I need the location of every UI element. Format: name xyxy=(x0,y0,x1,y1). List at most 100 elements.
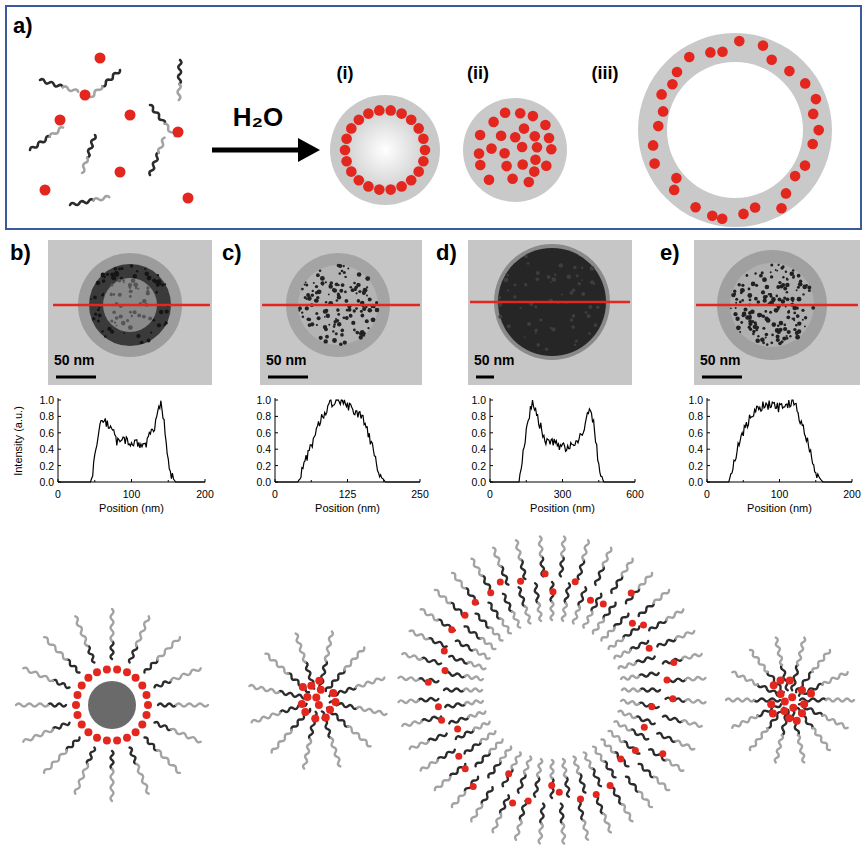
particle-speck xyxy=(535,332,537,334)
particle-speck xyxy=(126,319,129,322)
hydrophilic-block xyxy=(622,804,633,821)
particle-speck xyxy=(159,310,164,315)
nanoparticle xyxy=(546,144,557,155)
hydrophobic-block xyxy=(639,603,654,616)
particle-speck xyxy=(770,271,772,273)
hydrophilic-block xyxy=(603,814,611,833)
hydrophilic-block xyxy=(465,675,483,680)
hydrophobic-block xyxy=(611,576,622,593)
particle-speck xyxy=(776,334,780,338)
hydrophobic-block xyxy=(649,620,666,630)
hydrophobic-block xyxy=(630,641,648,650)
particle-speck xyxy=(802,285,807,290)
nanoparticle xyxy=(790,171,801,182)
hydrophilic-block xyxy=(171,729,201,742)
hydrophilic-block xyxy=(23,668,53,681)
hydrophilic-block xyxy=(249,685,278,693)
hydrophilic-block xyxy=(266,654,289,674)
hydrophilic-block xyxy=(812,728,830,750)
hydrophobic-block xyxy=(449,656,468,664)
particle-speck xyxy=(106,273,109,276)
particle-speck xyxy=(795,324,798,327)
particle-speck xyxy=(796,289,798,291)
hydrophobic-block xyxy=(565,777,569,797)
particle-speck xyxy=(552,277,557,282)
hydrophilic-block xyxy=(609,638,624,649)
nanoparticle xyxy=(781,697,789,705)
scale-bar xyxy=(56,376,96,379)
hydrophobic-block xyxy=(88,646,95,663)
particle-speck xyxy=(328,294,330,296)
particle-speck xyxy=(574,344,576,346)
nanoparticle xyxy=(374,105,385,116)
nanoparticle xyxy=(519,123,530,134)
particle-speck xyxy=(757,300,761,304)
hydrophilic-block xyxy=(525,606,531,623)
particle-speck xyxy=(753,325,757,329)
particle-speck xyxy=(792,269,795,272)
tick-mark xyxy=(490,449,493,450)
hydrophilic-block xyxy=(471,804,482,821)
tick-label: 0.4 xyxy=(471,443,486,455)
hydrophobic-block xyxy=(111,641,114,659)
particle-speck xyxy=(498,296,501,299)
hydrophilic-block xyxy=(178,84,181,100)
nanoparticle xyxy=(640,621,647,628)
particle-speck xyxy=(735,298,738,301)
particle-speck xyxy=(790,271,795,276)
particle-speck xyxy=(770,264,773,267)
particle-speck xyxy=(98,314,102,318)
nanoparticle xyxy=(396,181,407,192)
particle-speck xyxy=(797,321,801,325)
particle-speck xyxy=(137,314,141,318)
particle-speck xyxy=(776,295,779,298)
particle-speck xyxy=(96,281,100,285)
nanoparticle xyxy=(517,159,528,170)
nanoparticle xyxy=(505,770,512,777)
particle-speck xyxy=(155,291,158,294)
nanoparticle xyxy=(413,123,424,134)
nanoparticle xyxy=(667,79,678,90)
tick-mark xyxy=(94,480,95,482)
panel-label: a) xyxy=(13,13,33,38)
tick-label: 0.8 xyxy=(688,410,703,422)
tick-label: 0.8 xyxy=(256,410,271,422)
tick-label: 1.0 xyxy=(256,394,271,406)
hydrophobic-block xyxy=(279,691,306,699)
nanoparticle xyxy=(425,679,432,686)
particle-speck xyxy=(313,282,315,284)
tick-mark xyxy=(707,400,710,401)
particle-speck xyxy=(527,262,530,265)
hydrophilic-block xyxy=(574,757,580,774)
particle-speck xyxy=(524,283,527,286)
particle-speck xyxy=(757,335,759,337)
hydrophobic-block xyxy=(595,566,604,585)
particle-speck xyxy=(362,291,365,294)
particle-speck xyxy=(129,295,132,298)
tick-label: 0.2 xyxy=(688,460,703,472)
nanoparticle xyxy=(123,734,131,742)
hydrophilic-block xyxy=(357,707,386,715)
nanoparticle xyxy=(529,166,540,177)
particle-speck xyxy=(368,308,373,313)
nanoparticle xyxy=(341,156,352,167)
particle-speck xyxy=(804,326,806,328)
particle-speck xyxy=(554,273,557,276)
hydrophilic-block xyxy=(325,631,333,660)
nanoparticle xyxy=(84,674,92,682)
tick-label: 300 xyxy=(554,488,572,500)
nanoparticle xyxy=(385,105,396,116)
tick-mark xyxy=(707,465,710,466)
tem-image xyxy=(694,240,860,385)
tick-mark xyxy=(490,432,493,433)
particle-speck xyxy=(545,348,548,351)
particle-speck xyxy=(581,279,583,281)
particle-speck xyxy=(770,275,773,278)
nanoparticle xyxy=(798,686,806,694)
nanoparticle xyxy=(777,676,785,684)
hydrophilic-block xyxy=(435,590,450,603)
hydrophobic-block xyxy=(149,153,158,175)
nanoparticle xyxy=(132,674,140,682)
hydrophobic-block xyxy=(592,594,602,612)
particle-speck xyxy=(797,286,800,289)
